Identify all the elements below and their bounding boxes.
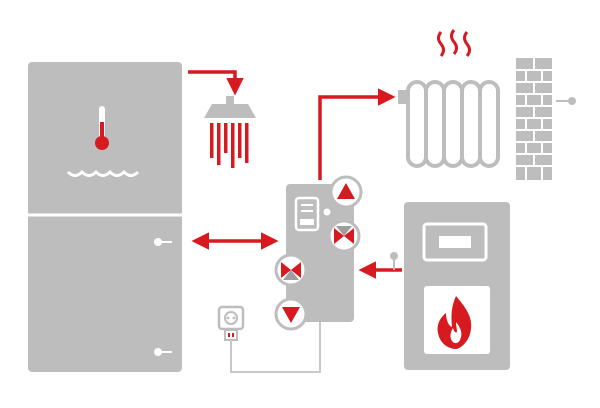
valve-right xyxy=(327,219,361,253)
valve-left xyxy=(274,253,308,287)
storage-tank xyxy=(28,62,182,372)
thermometer-icon xyxy=(95,106,109,150)
shower-icon xyxy=(204,96,256,168)
radiator-icon xyxy=(398,80,500,168)
power-socket-icon xyxy=(217,305,245,331)
arrow-up-icon xyxy=(337,183,355,199)
water-wave-icon xyxy=(66,169,140,177)
boiler xyxy=(404,202,510,370)
power-plug-icon xyxy=(224,329,238,341)
pump-top xyxy=(329,175,363,209)
flow-arrow-tank-to-shower xyxy=(188,70,244,96)
boiler-sensor-icon xyxy=(390,252,398,270)
tank-port-lower xyxy=(154,348,172,356)
tank-port-upper xyxy=(154,238,172,246)
power-cable xyxy=(230,322,321,373)
boiler-display-icon xyxy=(422,222,488,262)
heat-waves-icon xyxy=(437,29,471,57)
sensor-port-control xyxy=(323,208,331,216)
control-display-icon xyxy=(294,196,320,232)
pump-bottom xyxy=(274,297,308,331)
flame-icon xyxy=(437,296,472,349)
brick-wall-icon xyxy=(516,58,552,180)
mixing-valve-icon xyxy=(281,262,301,280)
control-unit xyxy=(286,184,354,322)
mixing-valve-icon xyxy=(334,226,354,244)
flow-arrow-control-to-radiator xyxy=(318,88,396,180)
arrow-down-icon xyxy=(282,307,300,323)
outdoor-sensor-icon xyxy=(556,97,576,105)
